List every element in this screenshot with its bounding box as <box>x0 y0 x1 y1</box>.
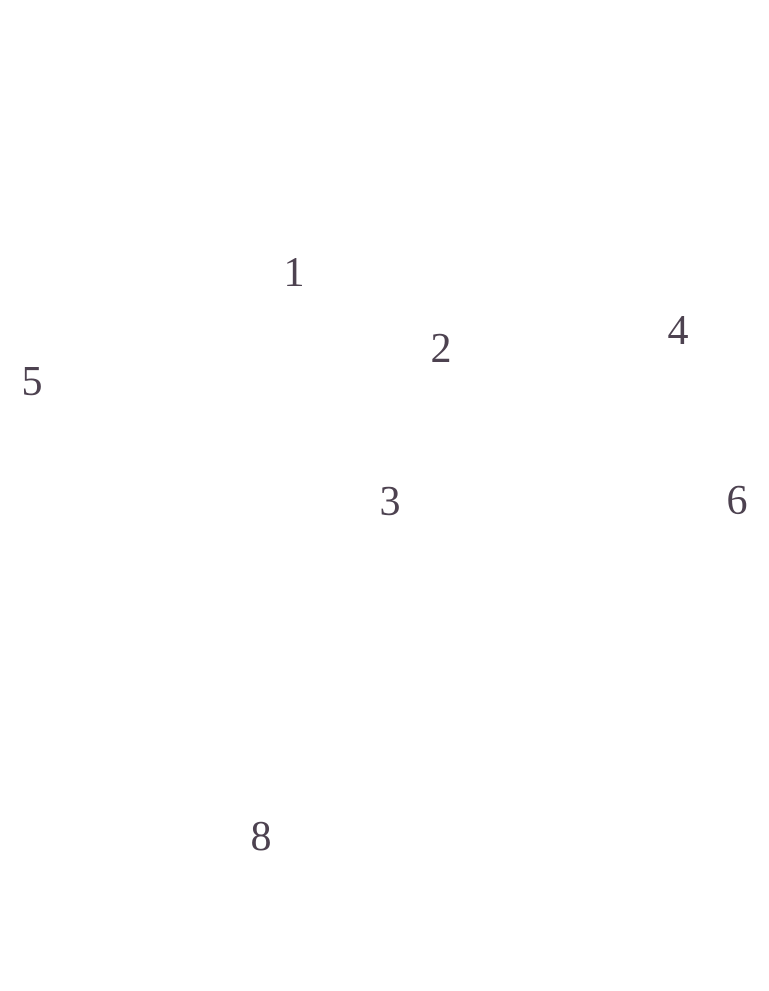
numeral-label-1: 1 <box>283 250 305 296</box>
numeral-label-4: 4 <box>667 308 689 354</box>
numeral-label-6: 6 <box>726 478 748 524</box>
numeral-label-5: 5 <box>21 359 43 405</box>
numeral-label-2: 2 <box>430 326 452 372</box>
numeral-label-8: 8 <box>250 814 272 860</box>
numeral-label-3: 3 <box>379 479 401 525</box>
